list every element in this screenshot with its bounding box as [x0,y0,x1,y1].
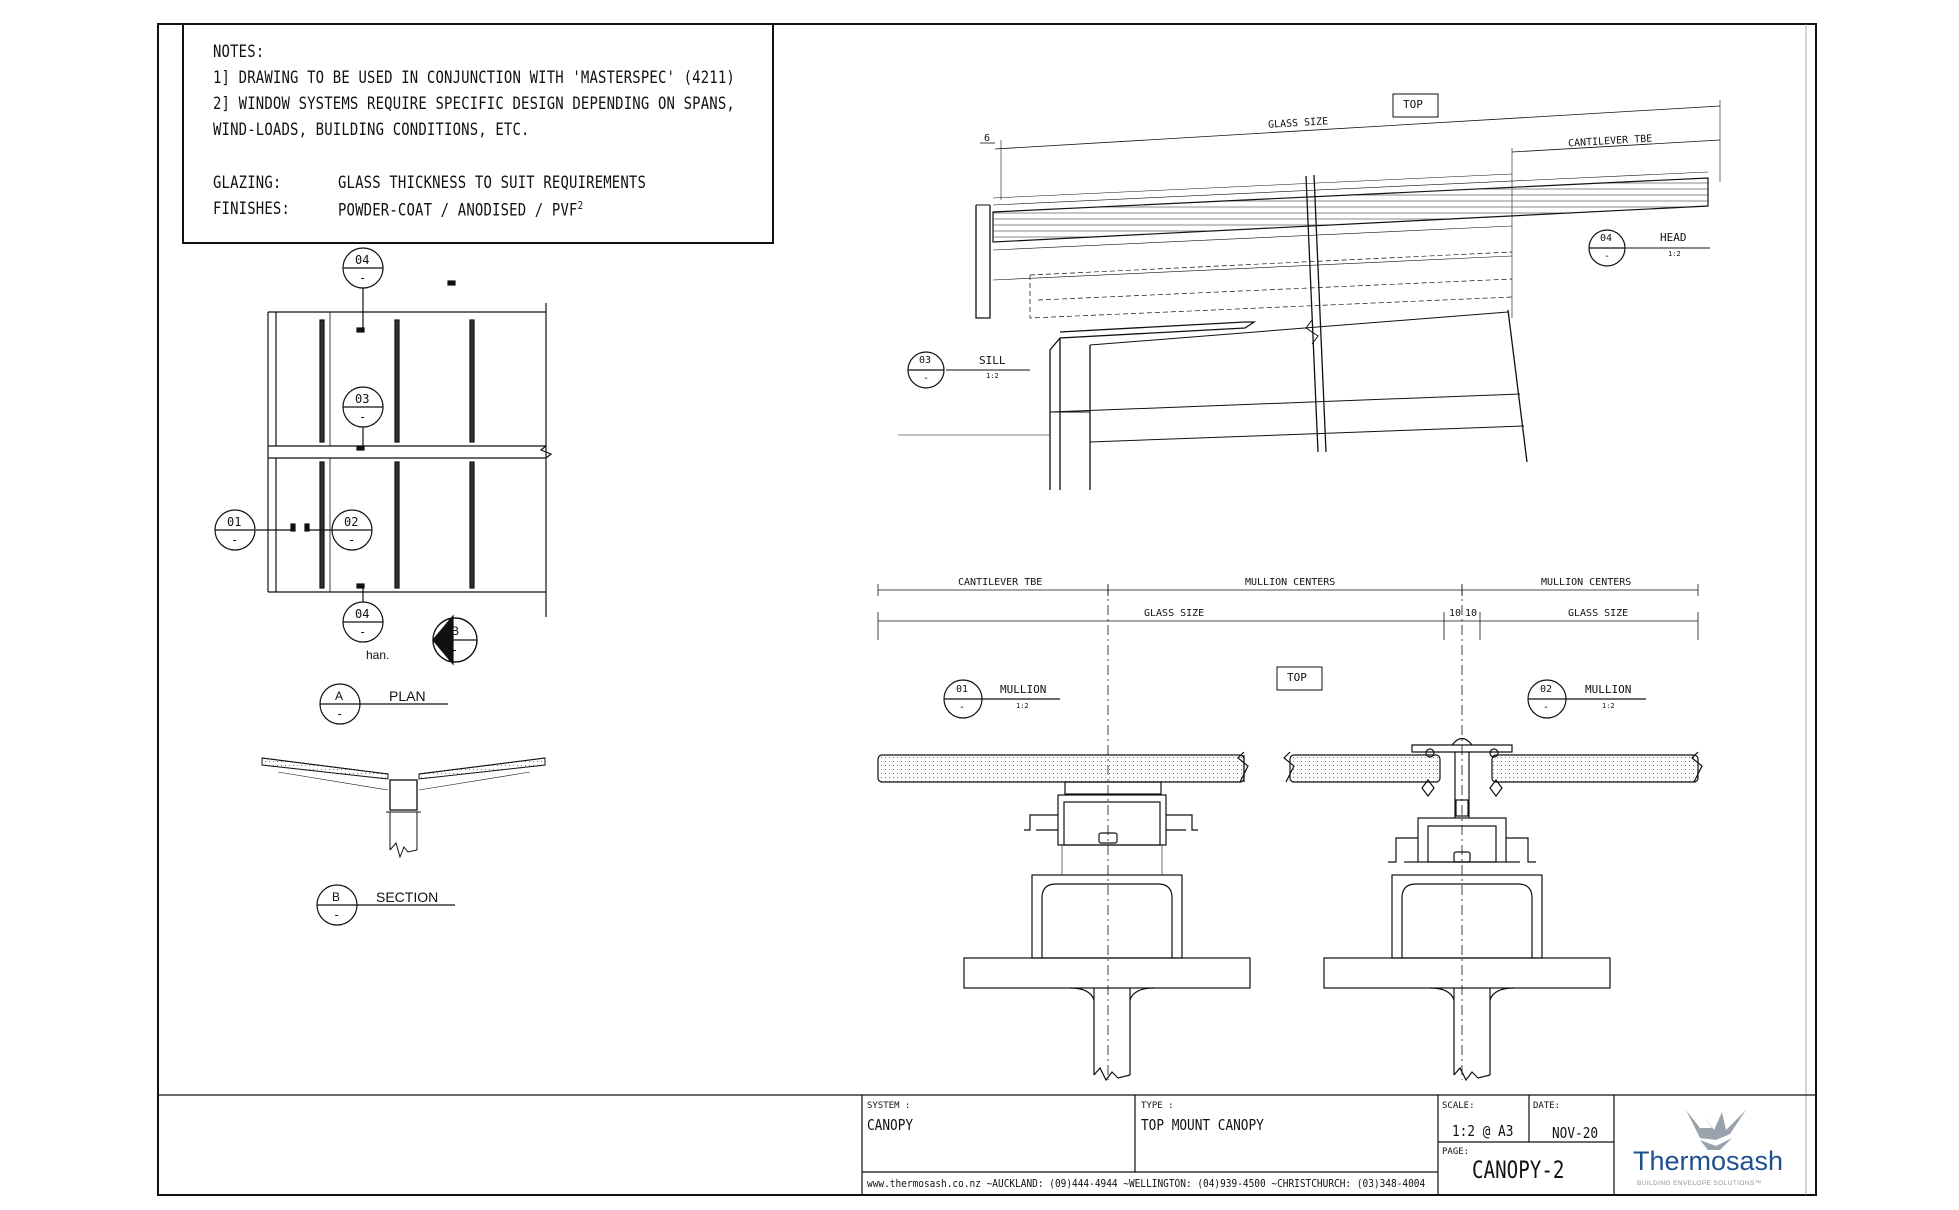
mullion-02-section [1283,737,1703,1082]
view-a-dash: - [336,707,344,721]
plan-callout-04-bottom-dash: - [359,625,367,639]
sill-callout-number: 03 [919,355,932,366]
dim-10-left: 10 [1449,608,1462,619]
glazing-label: GLAZING: [213,173,282,193]
notes-line-3: WIND-LOADS, BUILDING CONDITIONS, ETC. [213,120,530,140]
title-block-lines [861,1095,1615,1195]
mullion-02-dash: - [1543,702,1550,713]
date-value: NOV-20 [1552,1124,1599,1142]
date-label: DATE: [1533,1101,1561,1111]
notes-heading: NOTES: [213,42,265,62]
mullion-02-number: 02 [1540,684,1553,695]
plan-callout-02: 02 [344,515,359,529]
top-tag-box-upper [1392,93,1439,118]
head-callout-dash: - [1604,251,1611,262]
han-text: han. [366,648,390,662]
dim-mullion-centers-1: MULLION CENTERS [1245,577,1336,588]
plan-callout-01-dash: - [231,533,239,547]
mullion-callouts [943,679,1646,719]
plan-callouts [214,247,478,926]
dim-6: 6 [984,133,991,144]
top-tag-lower: TOP [1287,671,1307,684]
plan-callout-01: 01 [227,515,242,529]
finishes-label: FINISHES: [213,199,291,219]
plan-view-drawing [256,280,553,617]
head-scale: 1:2 [1668,250,1681,258]
sill-scale: 1:2 [986,372,999,380]
head-sill-callouts [907,229,1626,389]
section-marker-b-dash: - [451,643,459,657]
mullion-02-scale: 1:2 [1602,702,1615,710]
plan-callout-03: 03 [355,392,370,406]
section-marker-b: B [451,624,460,638]
brand-name: Thermosash [1633,1146,1784,1176]
dim-mullion-centers-2: MULLION CENTERS [1541,577,1632,588]
scale-value: 1:2 @ A3 [1452,1122,1514,1140]
plan-callout-03-dash: - [359,410,367,424]
mullion-01-number: 01 [956,684,969,695]
system-label: SYSTEM : [867,1101,911,1111]
page-label: PAGE: [1442,1147,1470,1157]
view-a-title: PLAN [389,688,426,704]
head-sill-detail [898,100,1721,490]
contact-line: www.thermosash.co.nz ~AUCKLAND: (09)444-… [867,1177,1426,1190]
view-a-letter: A [335,689,344,703]
mullion-01-scale: 1:2 [1016,702,1029,710]
type-label: TYPE : [1141,1101,1174,1111]
dim-10-right: 10 [1465,608,1478,619]
notes-box [182,23,774,244]
finishes-value: POWDER-COAT / ANODISED / PVF2 [338,199,583,221]
mullion-02-label: MULLION [1585,683,1632,696]
top-tag-box-lower [1276,666,1323,691]
system-value: CANOPY [867,1116,914,1134]
notes-line-2: 2] WINDOW SYSTEMS REQUIRE SPECIFIC DESIG… [213,94,735,114]
brand-tagline: BUILDING ENVELOPE SOLUTIONS™ [1637,1180,1762,1187]
scale-label: SCALE: [1442,1101,1475,1111]
notes-line-1: 1] DRAWING TO BE USED IN CONJUNCTION WIT… [213,68,735,88]
dim-cantilever-tbe: CANTILEVER TBE [958,577,1043,588]
mullion-01-label: MULLION [1000,683,1047,696]
glazing-value: GLASS THICKNESS TO SUIT REQUIREMENTS [338,173,647,193]
sheet-border [157,23,1817,1196]
mullion-01-dash: - [959,702,966,713]
plan-callout-02-dash: - [348,533,356,547]
section-view-drawing [261,757,546,859]
mullion-dimension-lines [877,584,1699,1080]
sill-label: SILL [979,354,1006,367]
head-label: HEAD [1660,231,1687,244]
view-b-title: SECTION [376,889,439,905]
finishes-superscript: 2 [577,199,584,212]
dim-glass-size-2: GLASS SIZE [1568,608,1629,619]
head-callout-number: 04 [1600,233,1613,244]
view-b-letter: B [332,890,341,904]
plan-callout-04-top: 04 [355,253,370,267]
plan-callout-04-top-dash: - [359,271,367,285]
dim-glass-size-1: GLASS SIZE [1144,608,1205,619]
plan-callout-04-bottom: 04 [355,607,370,621]
finishes-value-text: POWDER-COAT / ANODISED / PVF [338,200,578,221]
type-value: TOP MOUNT CANOPY [1141,1116,1264,1134]
top-tag-upper: TOP [1403,98,1423,111]
mullion-01-section [877,751,1251,1082]
view-b-dash: - [333,908,341,922]
thermosash-logo-mark [1686,1110,1746,1150]
page-value: CANOPY-2 [1472,1156,1565,1184]
sill-callout-dash: - [923,373,930,384]
